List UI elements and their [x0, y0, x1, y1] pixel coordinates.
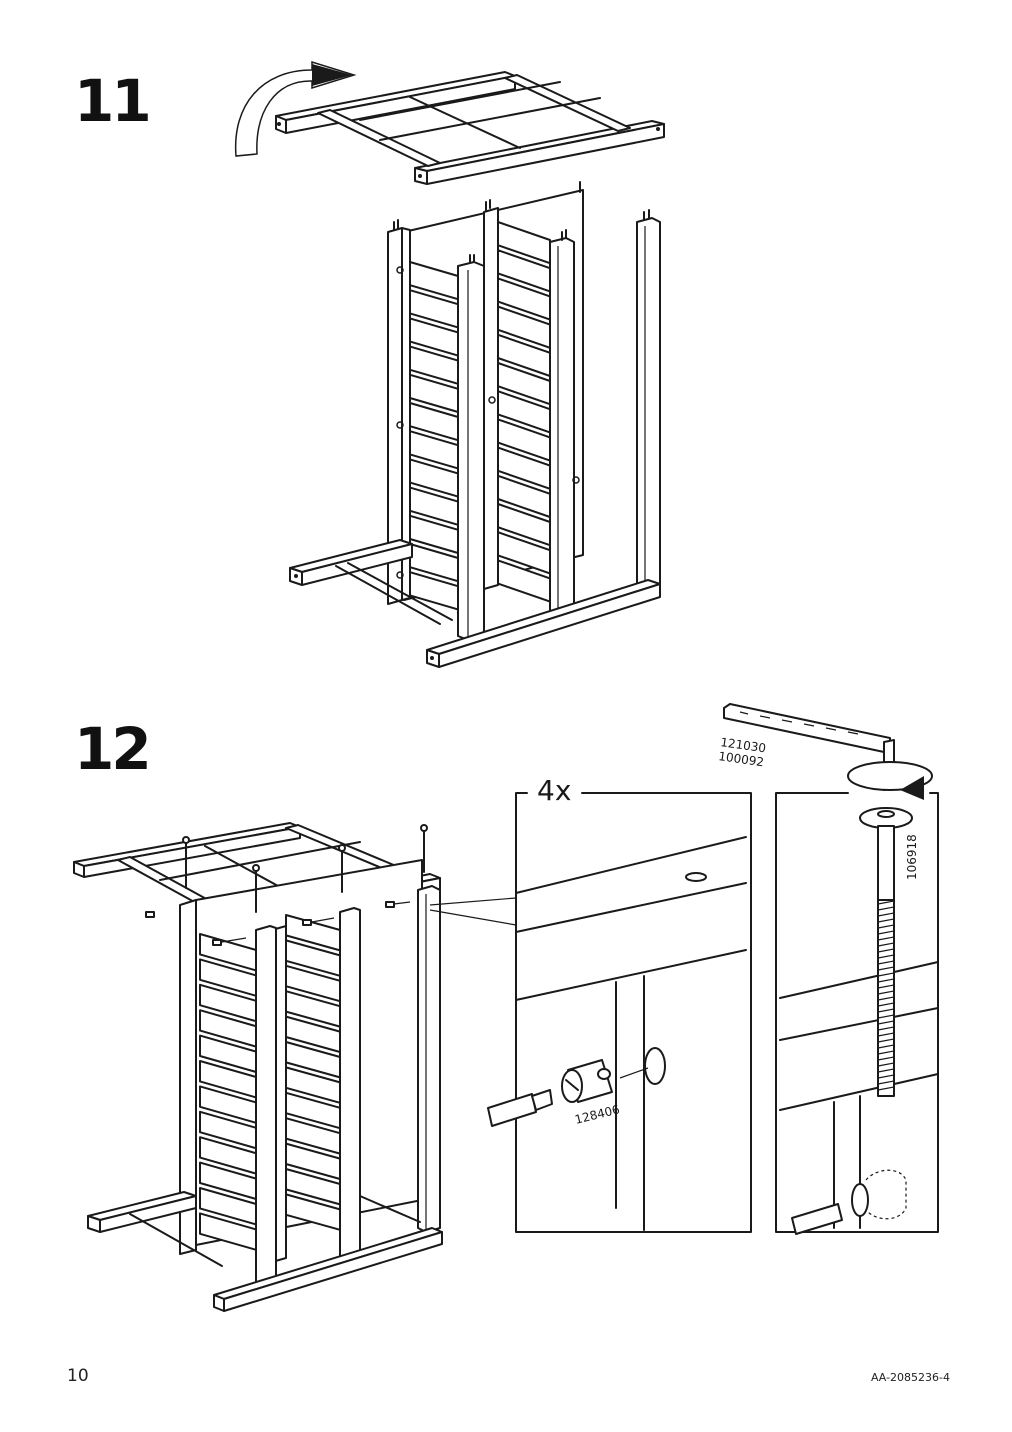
cabinet-body-step-12: [87, 824, 517, 1312]
page-number: 10: [67, 1366, 89, 1386]
document-id: AA-2085236-4: [870, 1371, 950, 1384]
bolt-thread: [877, 900, 895, 905]
bolt-thread: [877, 954, 895, 959]
bolt-thread: [877, 960, 895, 965]
bolt-thread: [877, 942, 895, 947]
bolt-thread: [877, 1080, 895, 1085]
bolt-thread: [877, 1038, 895, 1043]
flip-arrow-head-icon: [312, 64, 352, 86]
bolt-thread: [877, 1026, 895, 1031]
flip-arrow-icon: [234, 60, 357, 157]
bolt-thread: [877, 972, 895, 977]
bolt-thread: [877, 1074, 895, 1079]
top-frame: [275, 71, 665, 185]
part-number-allen-key-1: 121030: [720, 735, 767, 755]
screwdriver-icon: [487, 1089, 553, 1127]
bolt-thread: [877, 1068, 895, 1073]
bolt-thread: [877, 912, 895, 917]
detail-box-barrel-nut: 4x 128406: [487, 774, 752, 1233]
step-number-11: 11: [74, 67, 152, 135]
bolt-thread: [877, 1086, 895, 1091]
step-number-12: 12: [74, 715, 152, 783]
part-number-bolt: 106918: [905, 834, 919, 880]
bolt-thread: [877, 1050, 895, 1055]
step-12-illustration: 4x 128406: [73, 703, 939, 1312]
bolt-thread: [877, 906, 895, 911]
bolt-thread: [877, 984, 895, 989]
bolt-thread: [877, 1014, 895, 1019]
bolt-thread: [877, 1020, 895, 1025]
bolt-thread: [877, 1062, 895, 1067]
quantity-label: 4x: [537, 774, 571, 807]
bolt-thread: [877, 936, 895, 941]
bolt-thread: [877, 948, 895, 953]
tighten-arrow-icon: [847, 761, 933, 800]
part-number-allen-key-2: 100092: [718, 749, 765, 769]
barrel-nut-icon: [561, 1059, 613, 1103]
bolt-thread: [877, 990, 895, 995]
part-number-barrel-nut: 128406: [573, 1102, 621, 1127]
bolt-icon: [859, 807, 913, 1097]
bolt-thread: [877, 978, 895, 983]
bolt-thread: [877, 996, 895, 1001]
bolt-thread: [877, 918, 895, 923]
bolt-thread: [877, 966, 895, 971]
bolt-thread: [877, 1056, 895, 1061]
cabinet-body-step-11: [289, 181, 661, 668]
bolt-thread: [877, 924, 895, 929]
bolt-thread: [877, 1008, 895, 1013]
bolt-thread: [877, 1044, 895, 1049]
bolt-thread: [877, 1032, 895, 1037]
detail-box-bolt: 106918: [775, 792, 939, 1235]
bolt-thread: [877, 930, 895, 935]
bolt-thread: [877, 1002, 895, 1007]
step-11-illustration: [234, 60, 665, 668]
